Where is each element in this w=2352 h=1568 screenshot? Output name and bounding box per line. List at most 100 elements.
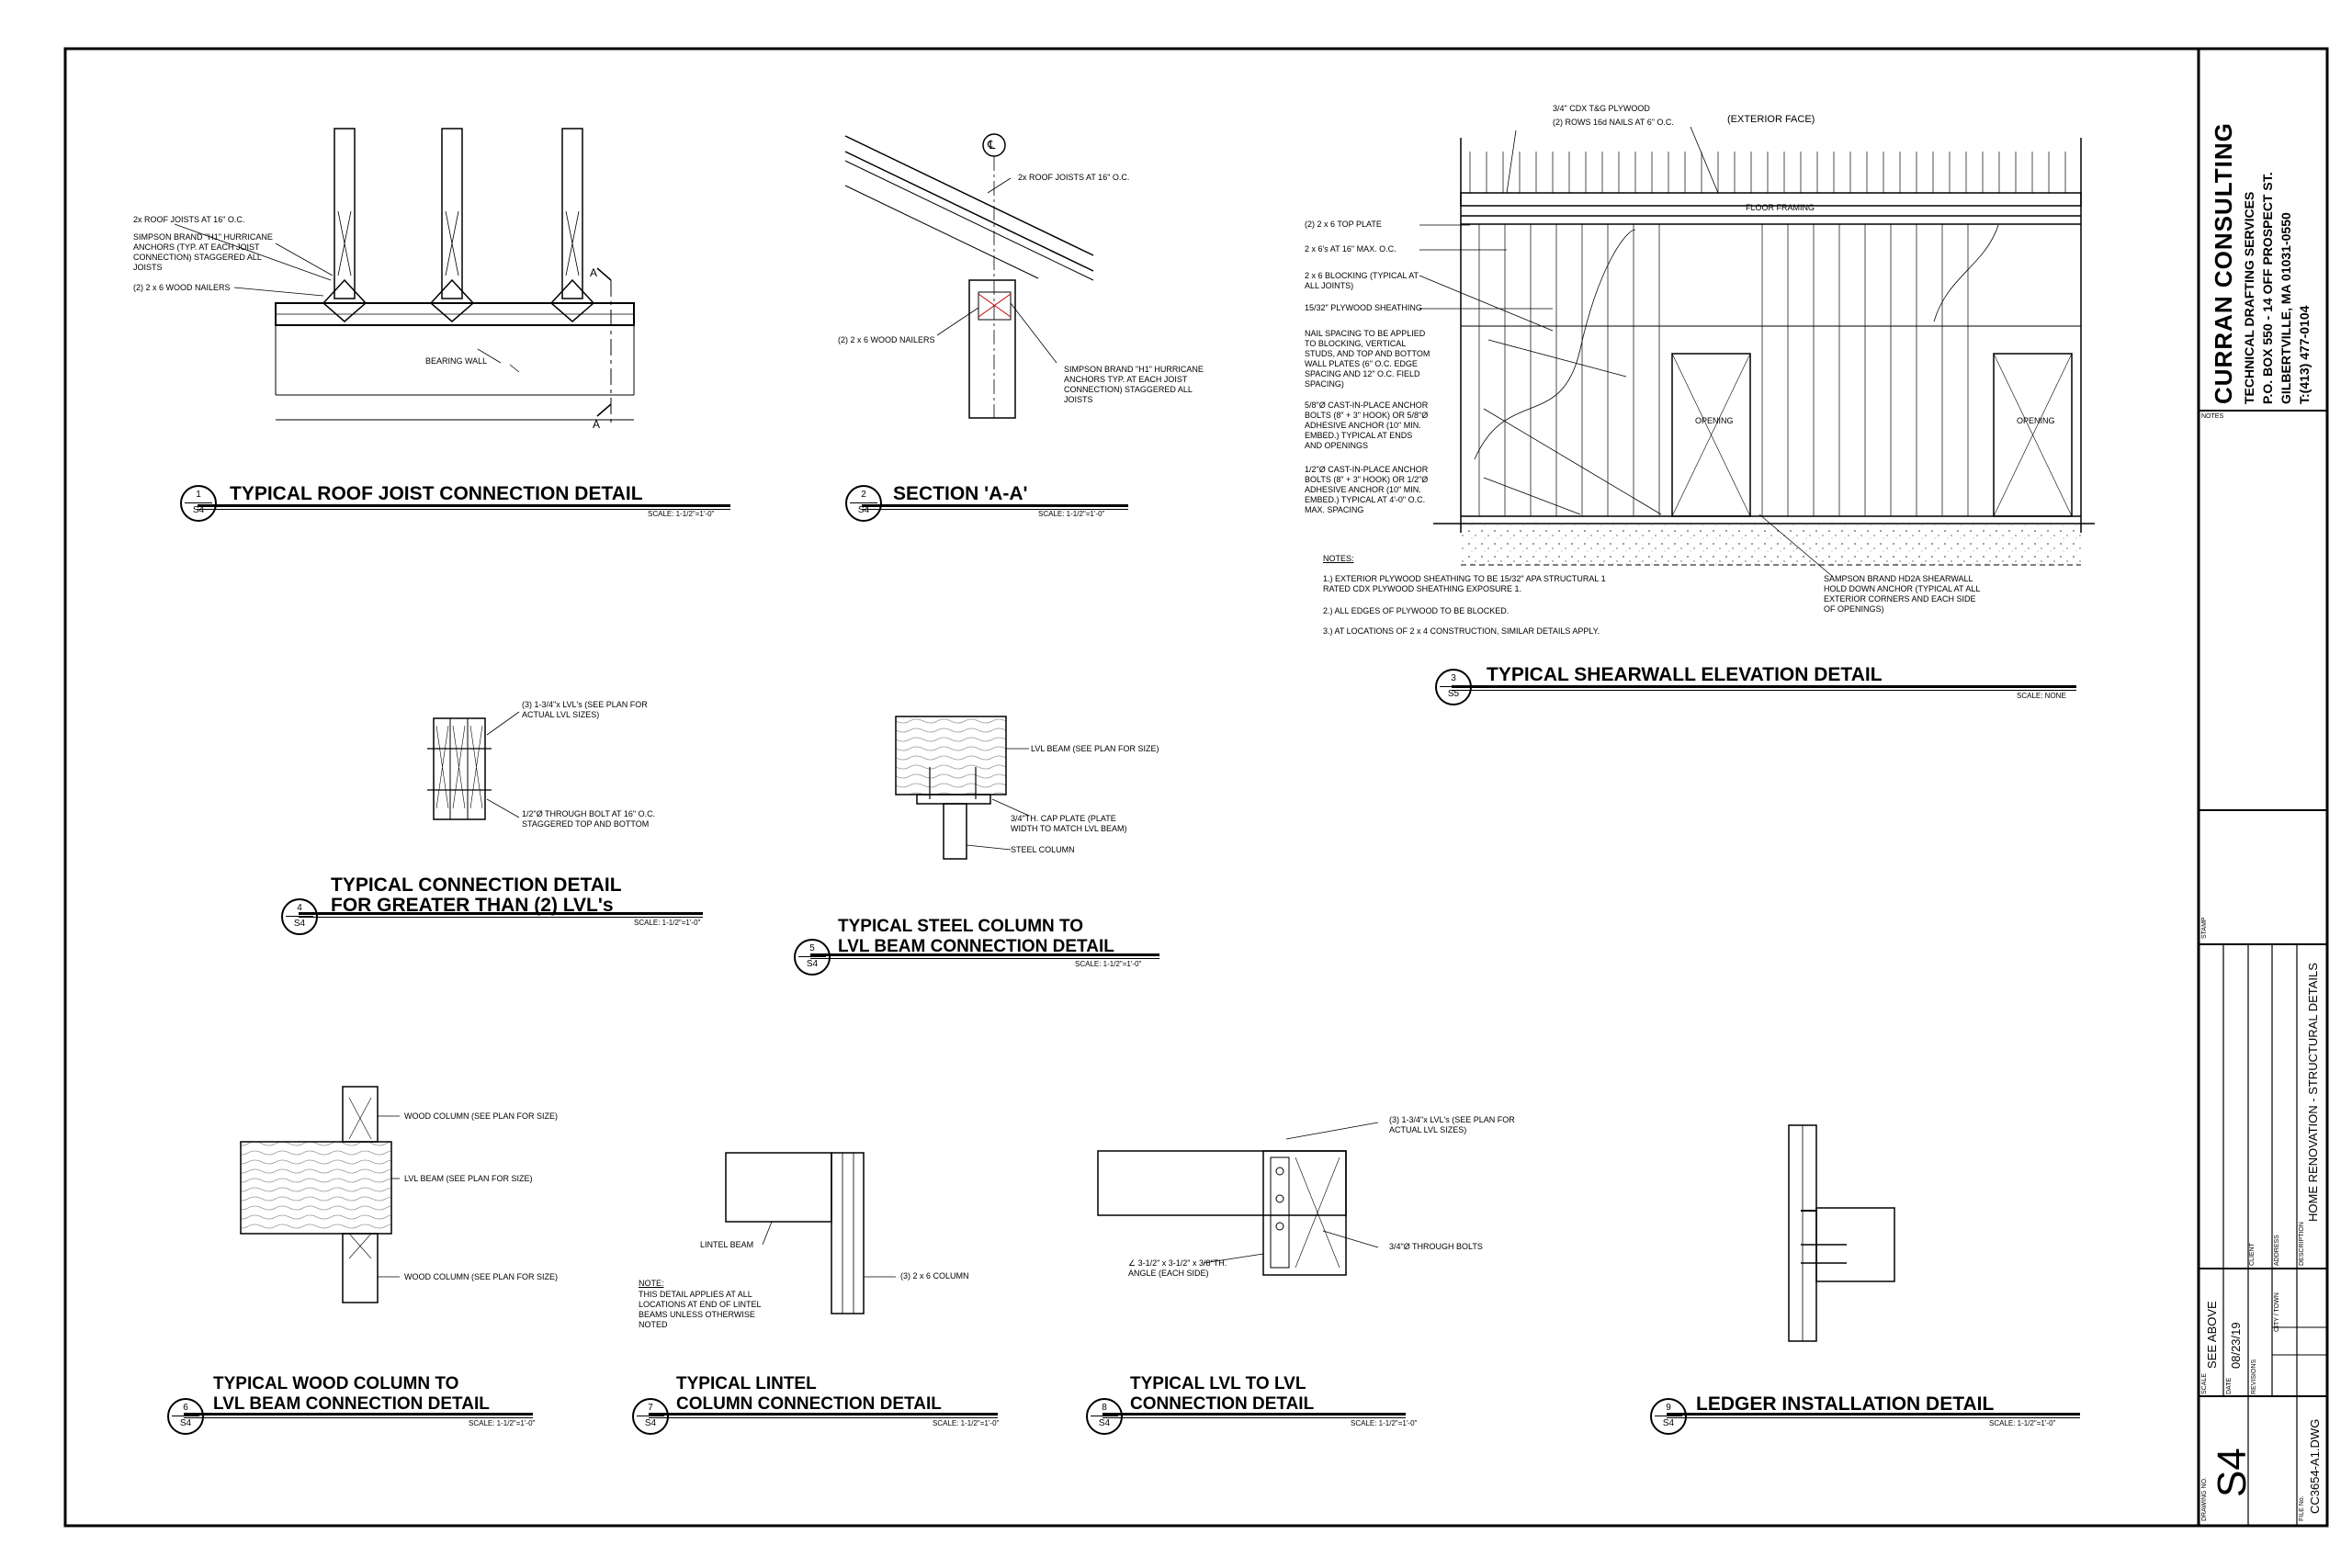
d5-beam-note: LVL BEAM (SEE PLAN FOR SIZE): [1031, 744, 1159, 753]
d3-blocking-note: 2 x 6 BLOCKING (TYPICAL AT ALL JOINTS): [1305, 271, 1419, 290]
company-address-1: P.O. BOX 550 - 14 OFF PROSPECT ST.: [2260, 172, 2275, 404]
d2-centerline-symbol: ℄: [988, 138, 996, 152]
detail-8-drawing: [1097, 1122, 1379, 1276]
detail-7-title: TYPICAL LINTEL COLUMN CONNECTION DETAIL: [676, 1374, 942, 1414]
detail-8-scale: SCALE: 1-1/2"=1'-0": [1351, 1419, 1418, 1427]
detail-6-scale: SCALE: 1-1/2"=1'-0": [469, 1419, 536, 1427]
project-description: HOME RENOVATION - STRUCTURAL DETAILS: [2306, 963, 2320, 1222]
city-label: CITY / TOWN: [2274, 1292, 2280, 1332]
d3-note-3: 3.) AT LOCATIONS OF 2 x 4 CONSTRUCTION, …: [1323, 626, 1600, 636]
file-no-label: FILE No.: [2299, 1495, 2305, 1521]
detail-1-drawing: [174, 128, 635, 427]
detail-5-title: TYPICAL STEEL COLUMN TO LVL BEAM CONNECT…: [838, 917, 1114, 956]
d8-lvls-note: (3) 1-3/4"x LVL's (SEE PLAN FOR ACTUAL L…: [1389, 1115, 1515, 1134]
d3-top-plate-note: (2) 2 x 6 TOP PLATE: [1305, 220, 1382, 229]
d4-lvls-note: (3) 1-3/4"x LVL's (SEE PLAN FOR ACTUAL L…: [522, 700, 648, 719]
detail-8-title: TYPICAL LVL TO LVL CONNECTION DETAIL: [1130, 1374, 1315, 1414]
detail-4-drawing: [427, 711, 520, 820]
drawing-number: S4: [2210, 1448, 2255, 1497]
d1-cut-a-bottom: A: [593, 418, 601, 431]
company-address-2: GILBERTVILLE, MA 01031-0550: [2278, 212, 2293, 404]
scale-value: SEE ABOVE: [2205, 1301, 2219, 1369]
detail-2-title: SECTION 'A-A': [893, 483, 1028, 504]
d7-column-note: (3) 2 x 6 COLUMN: [900, 1271, 969, 1280]
d2-nailers-note: (2) 2 x 6 WOOD NAILERS: [838, 335, 935, 344]
d3-note-1: 1.) EXTERIOR PLYWOOD SHEATHING TO BE 15/…: [1323, 574, 1606, 593]
detail-3-title: TYPICAL SHEARWALL ELEVATION DETAIL: [1487, 664, 1883, 685]
d7-note-title: NOTE:: [639, 1279, 664, 1288]
detail-1-scale: SCALE: 1-1/2"=1'-0": [648, 510, 715, 518]
d3-nails-note: (2) ROWS 16d NAILS AT 6" O.C.: [1553, 118, 1674, 127]
d8-bolts-note: 3/4"Ø THROUGH BOLTS: [1389, 1242, 1483, 1251]
detail-6-title: TYPICAL WOOD COLUMN TO LVL BEAM CONNECTI…: [213, 1374, 490, 1414]
d8-angle-note: ∠ 3-1/2" x 3-1/2" x 3/8"TH. ANGLE (EACH …: [1128, 1258, 1227, 1278]
d3-plywood-note: 3/4" CDX T&G PLYWOOD: [1553, 104, 1650, 113]
detail-9-drawing: [1788, 1124, 1895, 1342]
d1-bearing-note: BEARING WALL: [425, 356, 488, 366]
detail-4-title: TYPICAL CONNECTION DETAIL FOR GREATER TH…: [331, 874, 622, 916]
notes-label: NOTES: [2201, 413, 2224, 420]
d7-lintel-note: LINTEL BEAM: [700, 1240, 754, 1249]
d1-anchors-note: SIMPSON BRAND "H1" HURRICANE ANCHORS (TY…: [133, 232, 273, 272]
date-value: 08/23/19: [2229, 1322, 2243, 1369]
detail-2-drawing: [844, 133, 1094, 419]
date-label: DATE: [2226, 1377, 2233, 1394]
file-number: CC3654-A1.DWG: [2308, 1418, 2322, 1514]
d3-note-2: 2.) ALL EDGES OF PLYWOOD TO BE BLOCKED.: [1323, 606, 1510, 615]
company-name: CURRAN CONSULTING: [2210, 122, 2237, 404]
d3-opening-left: OPENING: [1695, 416, 1734, 425]
d7-note-text: THIS DETAIL APPLIES AT ALL LOCATIONS AT …: [639, 1290, 762, 1329]
d5-column-note: STEEL COLUMN: [1011, 845, 1075, 854]
d3-opening-right: OPENING: [2017, 416, 2055, 425]
d3-anchor2-note: 1/2"Ø CAST-IN-PLACE ANCHOR BOLTS (8" + 3…: [1305, 465, 1429, 514]
description-label: DESCRIPTION: [2299, 1222, 2305, 1266]
company-phone: T:(413) 477-0104: [2297, 305, 2312, 404]
detail-2-scale: SCALE: 1-1/2"=1'-0": [1038, 510, 1105, 518]
d3-sheathing-note: 15/32" PLYWOOD SHEATHING: [1305, 303, 1422, 312]
stamp-label: STAMP: [2201, 917, 2208, 939]
detail-9-scale: SCALE: 1-1/2"=1'-0": [1989, 1419, 2056, 1427]
d2-anchors-note: SIMPSON BRAND "H1" HURRICANE ANCHORS TYP…: [1064, 365, 1204, 404]
sheet-border: [63, 47, 2329, 1528]
d5-cap-note: 3/4"TH. CAP PLATE (PLATE WIDTH TO MATCH …: [1011, 814, 1127, 833]
scale-label: SCALE: [2201, 1373, 2208, 1394]
d6-beam-note: LVL BEAM (SEE PLAN FOR SIZE): [404, 1174, 533, 1183]
detail-5-scale: SCALE: 1-1/2"=1'-0": [1075, 960, 1142, 968]
d3-holddown-note: SAMPSON BRAND HD2A SHEARWALL HOLD DOWN A…: [1824, 574, 1981, 614]
d2-joists-note: 2x ROOF JOISTS AT 16" O.C.: [1018, 173, 1130, 182]
address-label: ADDRESS: [2274, 1235, 2280, 1266]
d6-col-top-note: WOOD COLUMN (SEE PLAN FOR SIZE): [404, 1111, 559, 1121]
d4-bolt-note: 1/2"Ø THROUGH BOLT AT 16" O.C. STAGGERED…: [522, 809, 656, 829]
d3-anchor1-note: 5/8"Ø CAST-IN-PLACE ANCHOR BOLTS (8" + 3…: [1305, 400, 1429, 450]
detail-7-scale: SCALE: 1-1/2"=1'-0": [933, 1419, 1000, 1427]
drawing-no-label: DRAWING NO.: [2201, 1477, 2208, 1521]
detail-5-drawing: [895, 716, 1030, 860]
d3-notes-title: NOTES:: [1323, 554, 1354, 563]
company-service: TECHNICAL DRAFTING SERVICES: [2242, 191, 2256, 404]
d3-nail-spacing-note: NAIL SPACING TO BE APPLIED TO BLOCKING, …: [1305, 329, 1430, 389]
detail-3-drawing: [1419, 126, 2095, 578]
d3-floor-framing-label: FLOOR FRAMING: [1746, 203, 1815, 212]
detail-9-title: LEDGER INSTALLATION DETAIL: [1696, 1393, 1995, 1415]
detail-6-drawing: [240, 1086, 400, 1303]
d1-nailers-note: (2) 2 x 6 WOOD NAILERS: [133, 283, 231, 292]
detail-1-title: TYPICAL ROOF JOIST CONNECTION DETAIL: [230, 483, 643, 504]
detail-4-scale: SCALE: 1-1/2"=1'-0": [634, 919, 701, 927]
revisions-label: REVISIONS: [2251, 1359, 2257, 1394]
detail-7-drawing: [725, 1152, 896, 1314]
detail-3-scale: SCALE: NONE: [2017, 692, 2066, 700]
d3-studs-note: 2 x 6's AT 16" MAX. O.C.: [1305, 244, 1396, 254]
client-label: CLIENT: [2249, 1243, 2256, 1266]
d6-col-bot-note: WOOD COLUMN (SEE PLAN FOR SIZE): [404, 1272, 559, 1281]
d1-joists-note: 2x ROOF JOISTS AT 16" O.C.: [133, 215, 245, 224]
d1-cut-a-top: A: [590, 266, 598, 279]
d3-exterior-label: (EXTERIOR FACE): [1727, 114, 1815, 125]
